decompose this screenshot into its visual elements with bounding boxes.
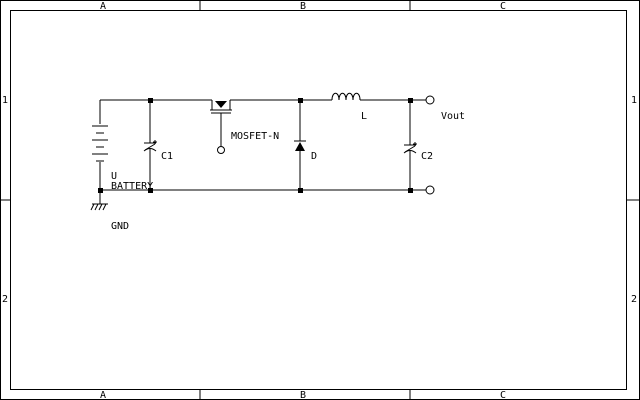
column-label-bottom-a: A — [100, 390, 106, 400]
battery-ref-label: U — [111, 171, 117, 182]
battery-symbol[interactable] — [92, 125, 108, 162]
column-label-bottom-c: C — [500, 390, 506, 400]
output-terminal-bottom[interactable] — [425, 185, 435, 195]
ground-symbol[interactable] — [90, 203, 108, 211]
junctions — [98, 98, 413, 193]
wires — [99, 99, 426, 204]
inductor-symbol[interactable] — [331, 92, 361, 101]
battery-value-label: BATTERY — [111, 181, 153, 192]
ground-label: GND — [111, 221, 129, 232]
mosfet-symbol[interactable] — [210, 100, 232, 154]
row-label-left-2: 2 — [2, 294, 8, 305]
diode-label: D — [311, 151, 317, 162]
row-label-right-2: 2 — [631, 294, 637, 305]
column-label-top-b: B — [300, 1, 306, 12]
row-label-left-1: 1 — [2, 95, 8, 106]
capacitor-c2-symbol[interactable] — [403, 142, 417, 154]
column-label-bottom-b: B — [300, 390, 306, 400]
c1-label: C1 — [161, 151, 173, 162]
column-label-top-c: C — [500, 1, 506, 12]
c2-label: C2 — [421, 151, 433, 162]
column-label-top-a: A — [100, 1, 106, 12]
output-terminal-top[interactable] — [425, 95, 435, 105]
mosfet-label: MOSFET-N — [231, 131, 279, 142]
row-label-right-1: 1 — [631, 95, 637, 106]
diode-symbol[interactable] — [294, 140, 306, 151]
capacitor-c1-symbol[interactable] — [143, 140, 157, 152]
inductor-label: L — [361, 111, 367, 122]
vout-label: Vout — [441, 111, 465, 122]
